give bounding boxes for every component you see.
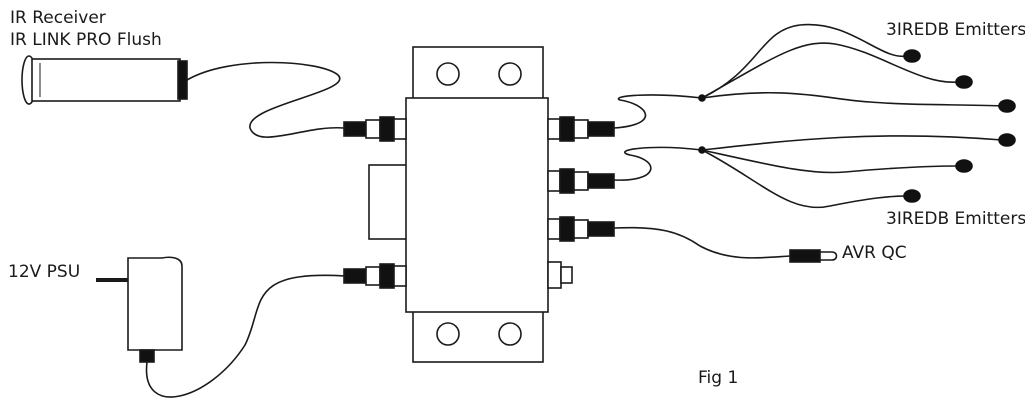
emitter-head (903, 189, 921, 203)
ir-link-pro-flush-label: IR LINK PRO Flush (10, 30, 162, 50)
psu-label: 12V PSU (8, 262, 81, 282)
hub-mount-hole (436, 62, 460, 86)
hub-plug-receiver (343, 116, 407, 142)
emitter-cable-top-1 (613, 23, 907, 129)
avr-plug-tip (819, 251, 838, 261)
plug-jack (547, 218, 561, 240)
plug-jack (393, 118, 407, 140)
emitter-head (998, 133, 1016, 147)
cable-junction (698, 146, 706, 154)
emitter-head (955, 159, 973, 173)
emitter-cable-bottom-1 (613, 135, 1003, 181)
emitters-top-label: 3IREDB Emitters (886, 20, 1025, 40)
plug-jack (547, 170, 561, 192)
hub-mount-hole (436, 322, 460, 346)
plug-nut (559, 168, 575, 194)
plug-boot (587, 121, 615, 137)
receiver-cap (177, 60, 188, 100)
plug-nut (379, 116, 395, 142)
avr-qc-plug (789, 249, 838, 263)
plug-boot (587, 173, 615, 189)
emitter-cable-top-2 (701, 42, 959, 99)
plug-boot (343, 268, 367, 284)
ir-hub (368, 46, 573, 363)
emitters-bottom-label: 3IREDB Emitters (886, 209, 1025, 229)
hub-body (405, 97, 549, 313)
emitter-head (903, 49, 921, 63)
plug-collar (573, 119, 589, 139)
emitter-head (955, 75, 973, 89)
plug-nut (559, 216, 575, 242)
receiver-cable (186, 61, 345, 138)
hub-empty-port-tip (560, 266, 573, 284)
plug-jack (393, 265, 407, 287)
avr-qc-cable (613, 226, 791, 259)
plug-jack (547, 118, 561, 140)
hub-mount-hole (498, 322, 522, 346)
hub-bottom-flange (412, 305, 544, 363)
figure-caption: Fig 1 (698, 368, 739, 388)
hub-top-flange (412, 46, 544, 102)
emitter-cable-bottom-2 (701, 149, 959, 174)
avr-qc-label: AVR QC (842, 243, 907, 263)
ir-receiver-label: IR Receiver (10, 8, 106, 28)
emitter-head (998, 99, 1016, 113)
ir-receiver-flush (21, 55, 188, 105)
plug-boot (343, 121, 367, 137)
hub-mount-hole (498, 62, 522, 86)
emitter-cable-bottom-3 (701, 149, 907, 209)
plug-nut (559, 116, 575, 142)
hub-plug-emitters-top (547, 116, 615, 142)
psu-cable (145, 274, 346, 398)
psu-body (127, 256, 183, 351)
plug-boot (587, 221, 615, 237)
plug-collar (573, 219, 589, 239)
receiver-body (31, 58, 181, 102)
plug-collar (573, 171, 589, 191)
cable-junction (698, 94, 706, 102)
psu-adapter (96, 256, 183, 363)
plug-collar (365, 119, 381, 139)
plug-nut (379, 263, 395, 289)
psu-cable-relief (139, 349, 155, 363)
hub-empty-port (547, 261, 562, 289)
hub-plug-avr-qc (547, 216, 615, 242)
hub-plug-psu (343, 263, 407, 289)
emitter-cable-top-3 (701, 91, 1003, 107)
plug-collar (365, 266, 381, 286)
hub-left-tab (368, 164, 412, 240)
hub-plug-emitters-bottom (547, 168, 615, 194)
avr-plug-body (789, 249, 821, 263)
